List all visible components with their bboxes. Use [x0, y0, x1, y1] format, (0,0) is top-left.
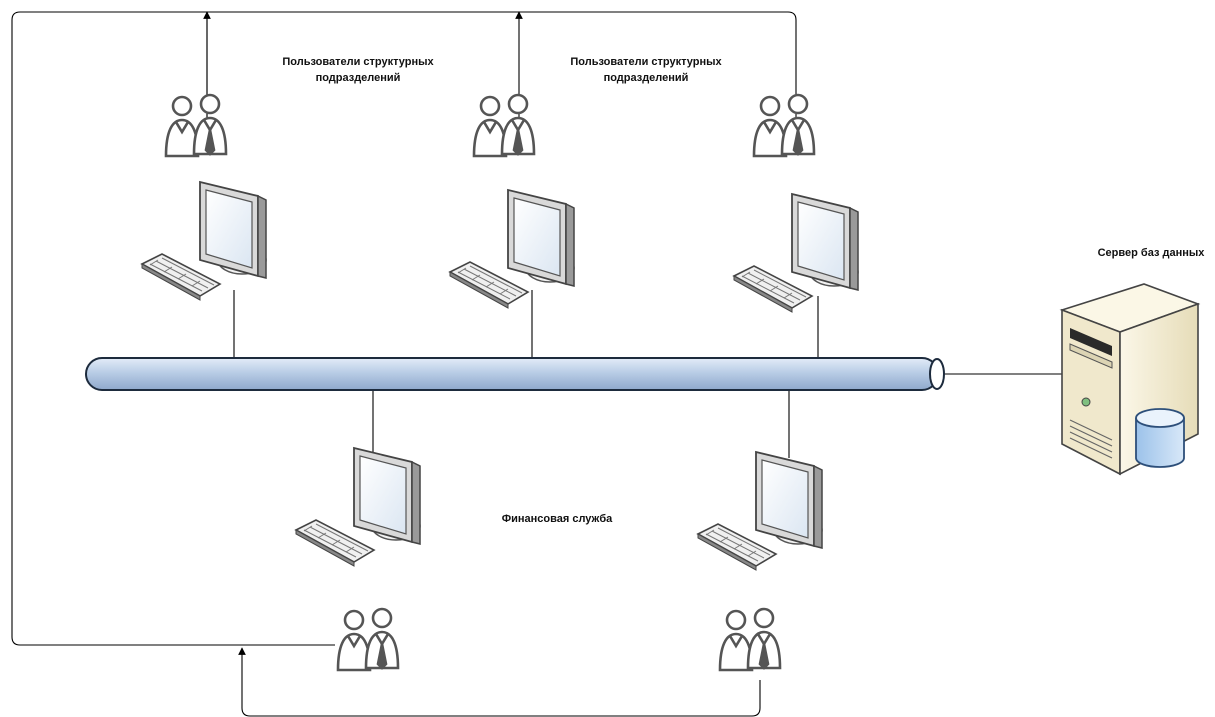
server-label: Сервер баз данных	[1098, 247, 1206, 259]
workstation-icon	[295, 447, 421, 567]
users-icon	[472, 93, 536, 158]
users-label-right-line2: подразделений	[604, 72, 689, 84]
users-icon	[752, 93, 816, 158]
users-label-right-line1: Пользователи структурных	[570, 56, 722, 68]
users-label-left-line2: подразделений	[316, 72, 401, 84]
users-label-left-line1: Пользователи структурных	[282, 56, 434, 68]
finance-label: Финансовая служба	[502, 513, 613, 525]
workstation-icon	[141, 181, 267, 301]
workstation-icon	[733, 193, 859, 313]
users-icon	[164, 93, 228, 158]
workstation-icon	[449, 189, 575, 309]
network-bus	[85, 357, 945, 391]
users-icon	[718, 607, 782, 672]
users-icon	[336, 607, 400, 672]
server-icon	[1059, 283, 1201, 476]
workstation-icon	[697, 451, 823, 571]
